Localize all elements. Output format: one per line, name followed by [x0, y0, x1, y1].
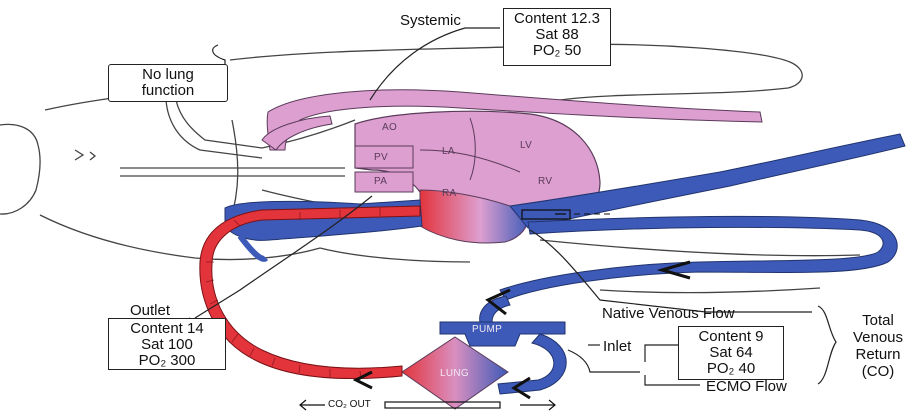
outlet-content: Content 14	[109, 321, 225, 337]
inlet-po2: PO₂ 40	[679, 361, 783, 377]
no-lung-function-line2: function	[109, 83, 227, 99]
inlet-values-box: Content 9 Sat 64 PO₂ 40	[678, 326, 784, 380]
inlet-label: Inlet	[603, 338, 631, 355]
inlet-content: Content 9	[679, 329, 783, 345]
tvr-line4: (CO)	[838, 363, 918, 380]
outlet-values-box: Content 14 Sat 100 PO₂ 300	[108, 318, 226, 370]
co2-out-label: CO₂ OUT	[328, 399, 371, 410]
ecmo-flow-label: ECMO Flow	[706, 378, 787, 395]
outlet-po2: PO₂ 300	[109, 353, 225, 369]
pv-label: PV	[374, 152, 388, 163]
systemic-content: Content 12.3	[504, 11, 610, 27]
systemic-po2: PO₂ 50	[504, 43, 610, 59]
inlet-sat: Sat 64	[679, 345, 783, 361]
no-lung-function-box: No lung function	[108, 64, 228, 102]
tvr-line3: Return	[838, 346, 918, 363]
tvr-line1: Total	[838, 312, 918, 329]
lung-label: LUNG	[440, 368, 469, 379]
systemic-sat: Sat 88	[504, 27, 610, 43]
ra-label: RA	[442, 188, 457, 199]
systemic-label: Systemic	[400, 12, 461, 29]
pump-label: PUMP	[472, 324, 502, 335]
descending-vein	[500, 216, 897, 300]
drainage-cannula	[480, 296, 510, 322]
no-lung-function-line1: No lung	[109, 67, 227, 83]
tvr-line2: Venous	[838, 329, 918, 346]
outlet-sat: Sat 100	[109, 337, 225, 353]
rv-label: RV	[538, 176, 552, 187]
ao-label: AO	[382, 122, 397, 133]
native-venous-flow-label: Native Venous Flow	[602, 305, 735, 322]
outlet-label: Outlet	[130, 302, 170, 319]
lv-label: LV	[520, 140, 532, 151]
la-label: LA	[442, 146, 455, 157]
total-venous-return-label: Total Venous Return (CO)	[838, 312, 918, 380]
pa-label: PA	[374, 176, 387, 187]
systemic-values-box: Content 12.3 Sat 88 PO₂ 50	[503, 8, 611, 66]
